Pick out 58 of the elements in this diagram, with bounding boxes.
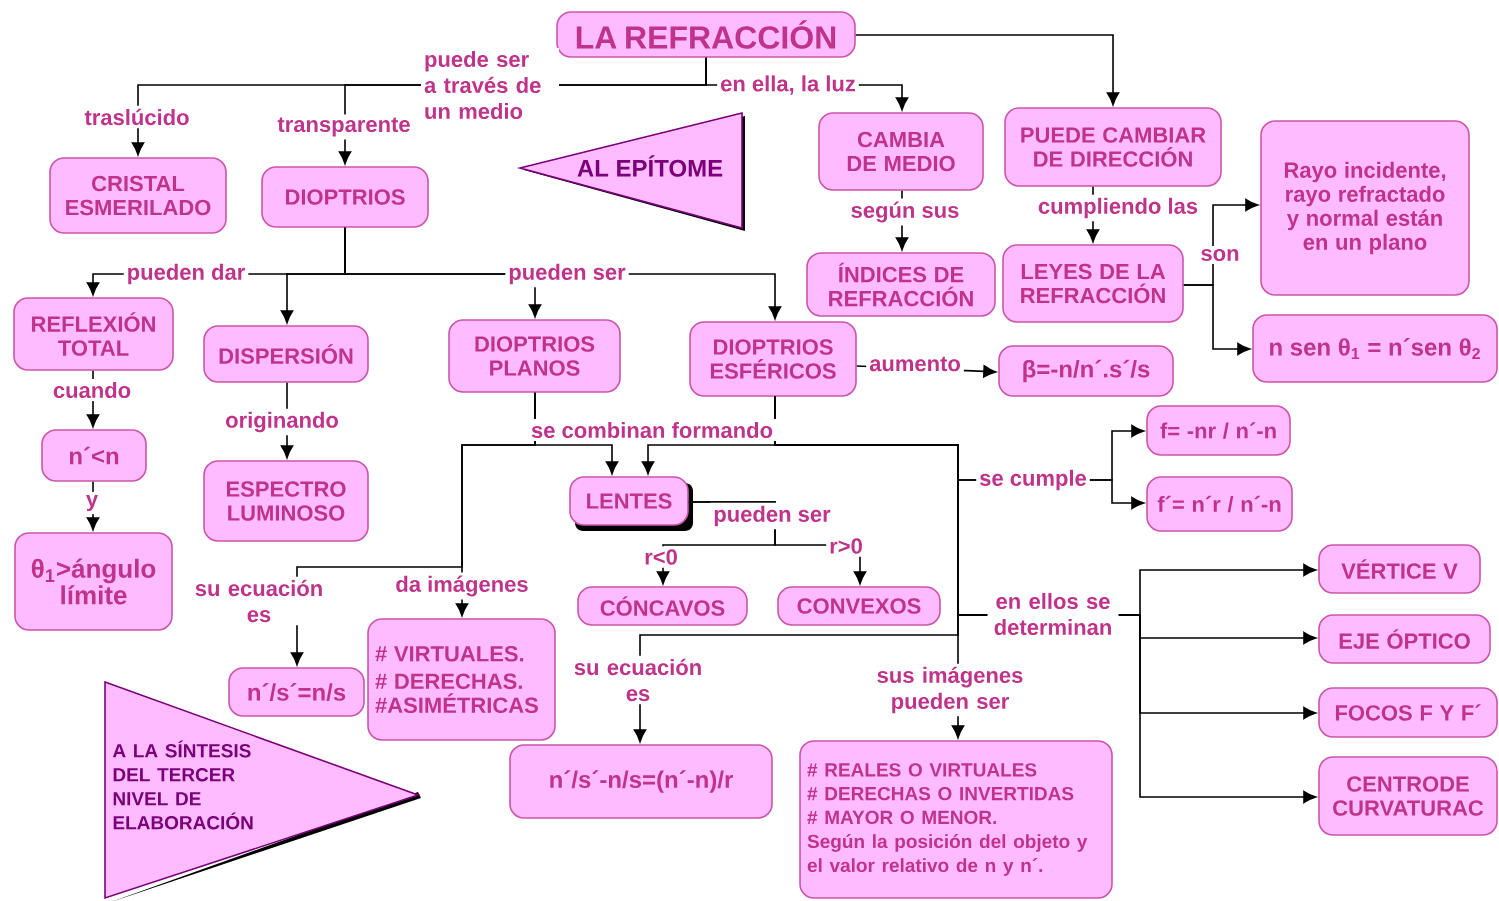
arrow	[86, 481, 100, 531]
concept-box: Rayo incidente, rayo refractado y normal están en un plano	[1260, 120, 1470, 296]
concept-box: CRISTAL ESMERILADO	[49, 157, 227, 234]
concept-box: β=-n/n´.s´/s	[998, 345, 1174, 397]
concept-box: DISPERSIÓN	[203, 325, 369, 383]
edge-label: y	[82, 491, 102, 515]
concept-box: CÓNCAVOS	[577, 586, 748, 626]
concept-box: n´/s´=n/s	[228, 667, 365, 717]
edge-label: da imágenes	[392, 572, 532, 600]
concept-box: DIOPTRIOS PLANOS	[448, 319, 621, 393]
edge-label: son	[1197, 245, 1243, 265]
edge-label: pueden dar	[123, 260, 249, 288]
concept-box: # VIRTUALES. # DERECHAS. #ASIMÉTRICAS	[367, 618, 556, 741]
concept-box: LENTES	[569, 476, 693, 531]
node-label: A LA SÍNTESIS DEL TERCER NIVEL DE ELABORACIÓN	[112, 740, 253, 830]
edge-label: traslúcido	[81, 105, 193, 129]
concept-box: # REALES O VIRTUALES # DERECHAS O INVERTIDAS # MAYOR O MENOR. Según la posición del objeto y el valor relativo de n y n´.	[799, 740, 1113, 899]
edge-label: según sus	[847, 198, 963, 226]
concept-box: DIOPTRIOS	[261, 166, 429, 228]
edge-label: cumpliendo las	[1034, 194, 1202, 222]
edge-label: transparente	[274, 114, 414, 140]
concept-box: EJE ÓPTICO	[1318, 614, 1491, 664]
linking-phrase: pueden ser	[710, 502, 834, 530]
concept-box: ÍNDICES DE REFRACCIÓN	[806, 252, 996, 317]
concept-box: FOCOS F Y F´	[1318, 687, 1498, 738]
edge-label: sus imágenes pueden ser	[862, 663, 1038, 717]
concept-box: θ$_{1}$>ángulo límite	[14, 532, 173, 631]
edge-label: originando	[222, 408, 342, 436]
concept-box: f= -nr / n´-n	[1146, 405, 1291, 456]
concept-box: CONVEXOS	[777, 586, 941, 626]
edge-label: se cumple	[976, 466, 1090, 494]
edge-label: cuando	[49, 378, 135, 402]
edge-label: en ellos se determinan	[987, 589, 1119, 639]
concept-box: PUEDE CAMBIAR DE DIRECCIÓN	[1004, 107, 1222, 187]
concept-box: LA REFRACCIÓN	[556, 11, 856, 58]
edge-label: r>0	[826, 535, 866, 557]
edge-label: su ecuación es	[186, 576, 332, 626]
arrow	[774, 396, 965, 739]
linking-phrase: puede ser a través de un medio	[421, 47, 559, 123]
concept-box: DIOPTRIOS ESFÉRICOS	[689, 321, 857, 397]
edge-label: en ella, la luz	[717, 72, 859, 98]
edge-label: aumento	[866, 353, 964, 375]
edge-label: se combinan formando	[528, 418, 776, 442]
concept-box: CAMBIA DE MEDIO	[818, 112, 984, 191]
concept-box: REFLEXIÓN TOTAL	[13, 297, 174, 371]
concept-box: VÉRTICE V	[1318, 544, 1481, 594]
edge-label: r<0	[641, 546, 681, 568]
arrow	[855, 34, 1120, 106]
concept-box: f´= n´r / n´-n	[1146, 476, 1293, 532]
arrow	[1183, 284, 1251, 356]
concept-box: n´<n	[41, 429, 147, 482]
concept-box: ESPECTRO LUMINOSO	[203, 460, 369, 542]
edge-label: su ecuación es	[565, 655, 711, 705]
concept-box: CENTRODE CURVATURAC	[1318, 756, 1498, 836]
edge-label: pueden ser	[505, 260, 629, 288]
concept-box: n sen θ$_{1}$ = n´sen θ$_{2}$	[1252, 314, 1498, 383]
concept-box: n´/s´-n/s=(n´-n)/r	[509, 744, 773, 819]
concept-box: LEYES DE LA REFRACCIÓN	[1002, 244, 1184, 323]
